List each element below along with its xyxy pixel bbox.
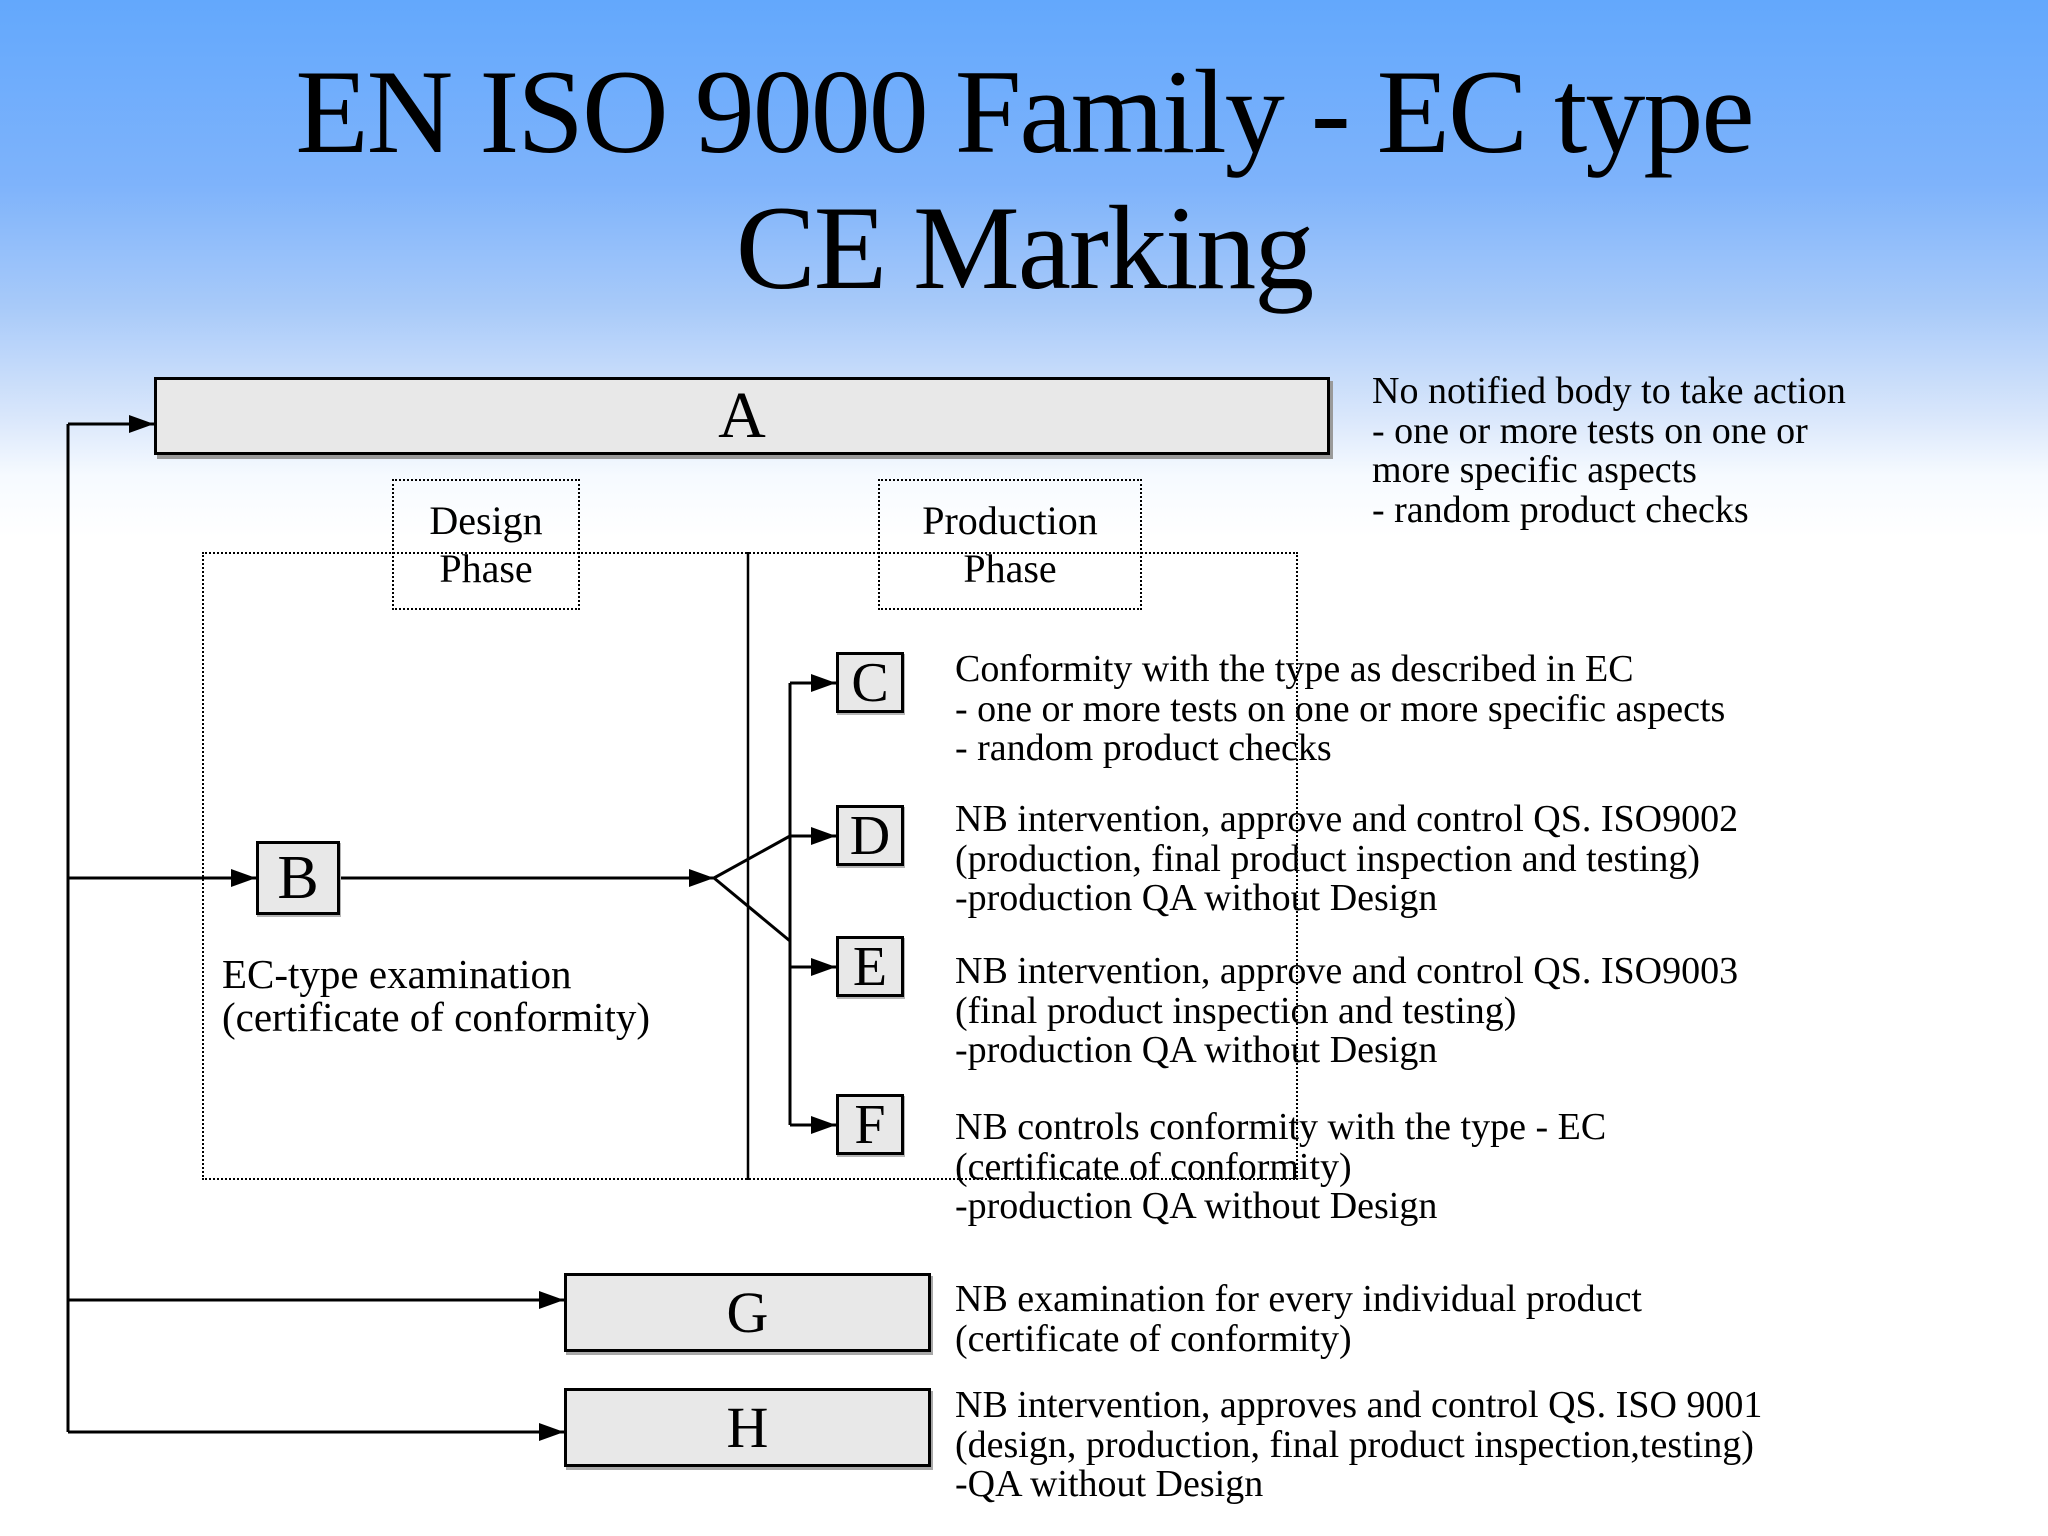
design-phase-box: Design Phase [392,479,580,610]
production-phase-label: Production Phase [922,498,1098,591]
node-a: A [154,377,1330,455]
node-f-label: F [854,1093,886,1156]
node-d-label: D [849,804,891,867]
node-b-label: B [277,843,319,912]
fan-diagonal-up [713,834,791,880]
node-g-label: G [726,1280,769,1345]
production-phase-box: Production Phase [878,479,1142,610]
fan-diagonal-down [713,876,791,943]
node-c: C [836,651,904,714]
note-module-g: NB examination for every individual prod… [955,1278,1642,1360]
note-module-a: No notified body to take action - one or… [1372,370,1846,531]
design-phase-label: Design Phase [429,498,543,591]
node-h-label: H [726,1395,769,1460]
node-e: E [836,935,904,998]
node-b: B [256,841,340,915]
node-e-label: E [852,935,888,998]
node-f: F [836,1093,904,1156]
node-h: H [564,1388,931,1467]
node-d: D [836,804,904,867]
module-scope-outline [202,552,1298,1180]
note-module-e: NB intervention, approve and control QS.… [955,950,1739,1072]
slide-title: EN ISO 9000 Family - EC type CE Marking [295,45,1754,314]
node-c-label: C [851,651,889,714]
note-module-c: Conformity with the type as described in… [955,648,1726,770]
note-module-h: NB intervention, approves and control QS… [955,1384,1763,1506]
note-module-f: NB controls conformity with the type - E… [955,1106,1607,1228]
node-g: G [564,1273,931,1352]
ec-type-examination-caption: EC-type examination (certificate of conf… [222,951,650,1041]
node-a-label: A [718,379,766,452]
note-module-d: NB intervention, approve and control QS.… [955,798,1739,920]
